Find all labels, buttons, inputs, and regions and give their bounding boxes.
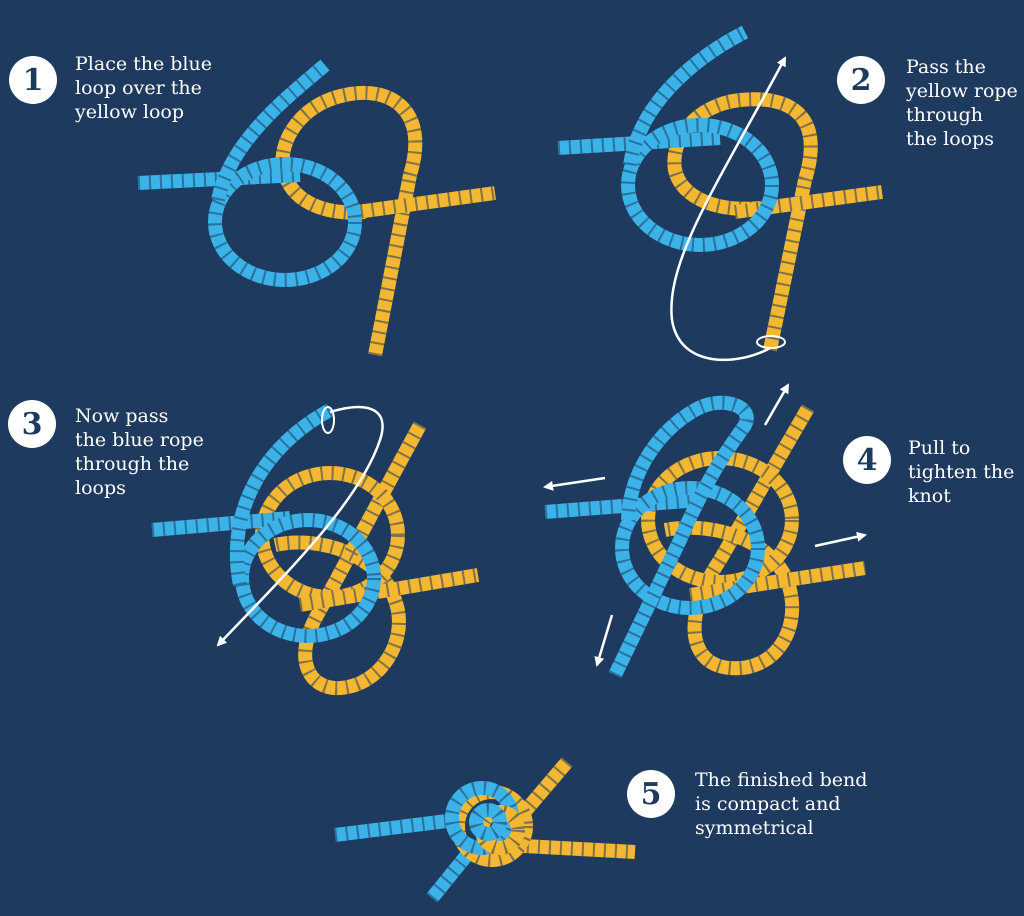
rope-twist-texture	[235, 513, 381, 643]
yellow-rope-loop	[667, 92, 818, 216]
pull-arrow-right	[814, 531, 867, 548]
rope-twist-texture	[623, 25, 749, 167]
step-1-caption: Place the blue loop over the yellow loop	[75, 53, 212, 123]
twist-marker	[321, 406, 335, 434]
step-2-badge: 2	[837, 56, 885, 104]
step-3-badge: 3	[8, 400, 56, 448]
direction-arrow	[670, 56, 787, 362]
step-2-caption: Pass the yellow rope through the loops	[906, 56, 1018, 150]
blue-rope-standing	[334, 813, 456, 842]
rope-twist-texture	[451, 785, 533, 867]
step-2-illustration	[557, 25, 883, 362]
step-5-badge: 5	[627, 770, 675, 818]
twist-marker	[756, 335, 786, 349]
rope-twist-texture	[349, 186, 496, 220]
step-4-illustration	[543, 383, 867, 679]
rope-twist-texture	[688, 561, 867, 602]
blue-rope-working-end	[229, 403, 334, 587]
direction-arrow	[216, 405, 384, 647]
step-4-caption: Pull to tighten the knot	[908, 437, 1015, 507]
step-5-illustration	[334, 757, 636, 903]
rope-twist-texture	[255, 466, 405, 604]
step-1-illustration	[137, 59, 496, 357]
yellow-rope-standing	[298, 568, 480, 612]
rope-twist-texture	[469, 803, 507, 841]
step-1-badge: 1	[9, 56, 57, 104]
step-3-caption: Now pass the blue rope through the loops	[75, 405, 204, 499]
blue-rope-working-end	[608, 395, 754, 679]
blue-rope-working-end	[211, 59, 330, 202]
rope-twist-texture	[615, 481, 765, 615]
rope-twist-texture	[151, 511, 291, 537]
pull-arrow-down	[594, 614, 614, 667]
rope-twist-texture	[334, 813, 456, 842]
pull-arrow-left	[543, 476, 606, 491]
rope-twist-texture	[275, 85, 423, 220]
rope-twist-texture	[208, 157, 362, 287]
rope-twist-texture	[641, 451, 799, 589]
step-5-caption: The finished bend is compact and symmetr…	[695, 769, 868, 839]
yellow-rope-loop	[663, 520, 800, 676]
step-4-badge: 4	[843, 436, 891, 484]
step-3-illustration	[151, 403, 480, 696]
rope-twist-texture	[621, 118, 779, 252]
yellow-rope-loop	[273, 421, 427, 696]
pull-arrow-up	[763, 383, 790, 426]
